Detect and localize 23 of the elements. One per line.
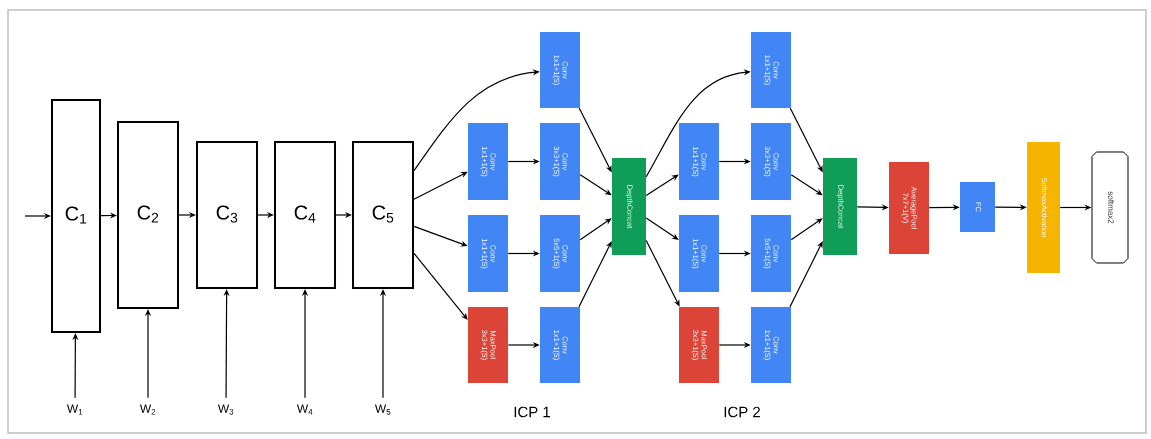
arrow <box>789 241 823 308</box>
layer-box: C$_{5}$ <box>352 141 414 289</box>
layer-box: C$_{3}$ <box>196 141 258 289</box>
arrow <box>413 171 468 200</box>
arrow <box>645 174 679 197</box>
arrow <box>645 239 680 307</box>
arrow <box>645 217 679 240</box>
group-label: ICP 1 <box>514 406 550 418</box>
layer-box: C$_{2}$ <box>117 121 179 309</box>
arrow <box>790 218 823 241</box>
arrow <box>579 174 612 196</box>
weight-label: W$_{2}$ <box>139 404 156 415</box>
arrow <box>790 174 823 196</box>
weight-label: W$_{3}$ <box>217 404 234 415</box>
layer-box: C$_{1}$ <box>51 99 101 333</box>
weight-label: W$_{1}$ <box>66 404 83 415</box>
layer-box: C$_{4}$ <box>274 141 336 289</box>
arrow <box>578 241 612 308</box>
arrow <box>413 252 468 320</box>
group-label: ICP 2 <box>724 406 760 418</box>
weight-label: W$_{5}$ <box>374 404 391 415</box>
weight-label: W$_{4}$ <box>296 404 313 415</box>
arrow <box>579 218 612 241</box>
